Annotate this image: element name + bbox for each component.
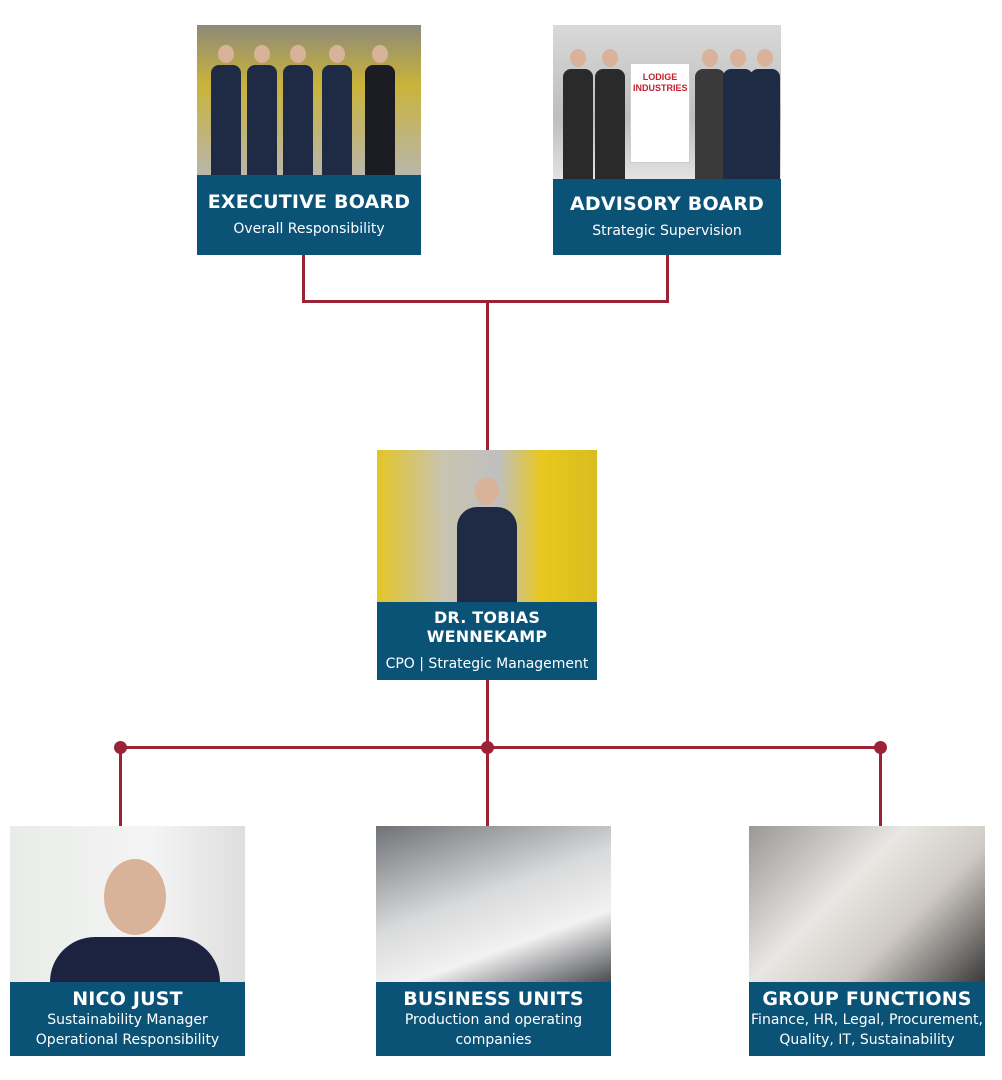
business-units-photo xyxy=(376,826,611,982)
business-units-subtitle-line-2: companies xyxy=(455,1032,532,1048)
connector-advisory-down xyxy=(666,255,669,302)
business-units-title: BUSINESS UNITS xyxy=(403,988,584,1010)
group-functions-title: GROUP FUNCTIONS xyxy=(762,988,972,1010)
connector-boards-horizontal xyxy=(302,300,669,303)
connector-node-right xyxy=(874,741,887,754)
advisory-board-photo: LODIGE INDUSTRIES xyxy=(553,25,781,179)
business-units-subtitle-line-1: Production and operating xyxy=(404,1012,583,1028)
executive-board-title: EXECUTIVE BOARD xyxy=(207,191,411,213)
lodige-sign: LODIGE INDUSTRIES xyxy=(630,63,690,163)
business-units-card: BUSINESS UNITS Production and operating … xyxy=(376,826,611,1056)
group-functions-card: GROUP FUNCTIONS Finance, HR, Legal, Proc… xyxy=(749,826,985,1056)
connector-boards-to-cpo xyxy=(486,300,489,450)
advisory-board-title: ADVISORY BOARD xyxy=(569,193,765,215)
connector-cpo-down xyxy=(486,680,489,748)
cpo-subtitle: CPO | Strategic Management xyxy=(385,656,589,672)
cpo-title: DR. TOBIAS WENNEKAMP xyxy=(426,608,548,646)
connector-node-center xyxy=(481,741,494,754)
executive-board-photo xyxy=(197,25,421,175)
connector-to-business-units xyxy=(486,746,489,826)
advisory-board-subtitle: Strategic Supervision xyxy=(592,223,742,239)
nico-just-title: NICO JUST xyxy=(72,988,183,1010)
executive-board-subtitle: Overall Responsibility xyxy=(233,221,385,237)
group-functions-photo xyxy=(749,826,985,982)
group-functions-subtitle-line-1: Finance, HR, Legal, Procurement, xyxy=(751,1012,983,1028)
nico-just-subtitle-line-1: Sustainability Manager xyxy=(47,1012,208,1028)
connector-to-nico xyxy=(119,746,122,826)
nico-just-photo xyxy=(10,826,245,982)
connector-exec-down xyxy=(302,255,305,302)
cpo-photo xyxy=(377,450,597,602)
cpo-card: DR. TOBIAS WENNEKAMP CPO | Strategic Man… xyxy=(377,450,597,680)
nico-just-subtitle-line-2: Operational Responsibility xyxy=(35,1032,220,1048)
connector-bottom-horizontal xyxy=(120,746,881,749)
group-functions-subtitle-line-2: Quality, IT, Sustainability xyxy=(779,1032,955,1048)
executive-board-card: EXECUTIVE BOARD Overall Responsibility xyxy=(197,25,421,255)
nico-just-card: NICO JUST Sustainability Manager Operati… xyxy=(10,826,245,1056)
connector-node-left xyxy=(114,741,127,754)
advisory-board-card: LODIGE INDUSTRIES ADVISORY BOARD Strateg… xyxy=(553,25,781,255)
connector-to-group-functions xyxy=(879,746,882,826)
